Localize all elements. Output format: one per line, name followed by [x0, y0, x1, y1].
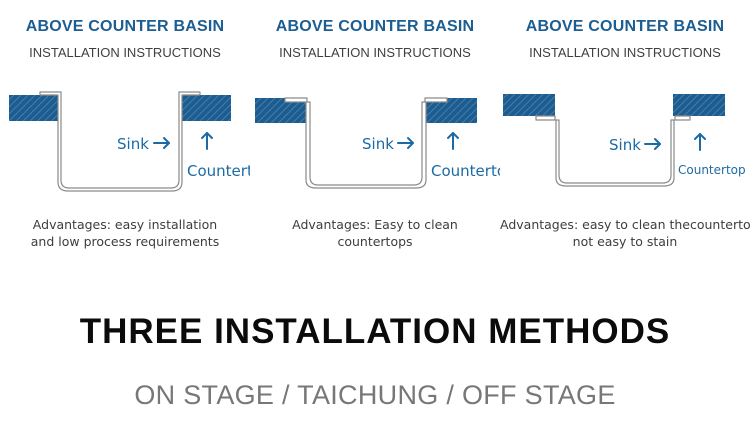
countertop-label: Countertop [431, 162, 500, 180]
sink-label: Sink [117, 135, 149, 153]
panel-subtitle: INSTALLATION INSTRUCTIONS [529, 45, 721, 60]
sink-arrow-icon [644, 138, 661, 150]
sink-label: Sink [609, 136, 641, 154]
panel-taichung: ABOVE COUNTER BASIN INSTALLATION INSTRUC… [250, 0, 500, 260]
advantages-text: Advantages: Easy to clean countertops [292, 217, 458, 249]
countertop-right [179, 95, 231, 121]
countertop-arrow-icon [201, 132, 213, 150]
sink-arrow-icon [397, 137, 414, 149]
panel-subtitle: INSTALLATION INSTRUCTIONS [279, 45, 471, 60]
countertop-label: Countertop [187, 162, 250, 180]
panel-title: ABOVE COUNTER BASIN [25, 18, 225, 35]
panel-title: ABOVE COUNTER BASIN [275, 18, 475, 35]
installation-diagram: Sink Countertop [9, 91, 250, 192]
installation-diagram: Sink Countertop [255, 97, 500, 189]
countertop-arrow-icon [694, 133, 706, 151]
sink-outline [39, 91, 201, 192]
panel-title: ABOVE COUNTER BASIN [525, 18, 725, 35]
main-title: THREE INSTALLATION METHODS [79, 312, 671, 351]
countertop-left [503, 94, 555, 116]
countertop-arrow-icon [447, 132, 459, 150]
panel-off-stage: ABOVE COUNTER BASIN INSTALLATION INSTRUC… [500, 0, 750, 260]
sink-outline [284, 97, 448, 189]
advantages-text: Advantages: easy to clean thecountertop,… [500, 217, 750, 249]
sink-arrow-icon [153, 137, 170, 149]
installation-diagram: Sink Countertop [503, 94, 746, 187]
advantages-text: Advantages: easy installation and low pr… [30, 217, 220, 249]
countertop-label: Countertop [678, 163, 746, 177]
methods-subtitle: ON STAGE / TAICHUNG / OFF STAGE [134, 380, 616, 410]
sink-outline [535, 115, 691, 187]
sink-label: Sink [362, 135, 394, 153]
countertop-right [673, 94, 725, 116]
panel-subtitle: INSTALLATION INSTRUCTIONS [29, 45, 221, 60]
panel-on-stage: ABOVE COUNTER BASIN INSTALLATION INSTRUC… [0, 0, 250, 260]
countertop-left [9, 95, 61, 121]
